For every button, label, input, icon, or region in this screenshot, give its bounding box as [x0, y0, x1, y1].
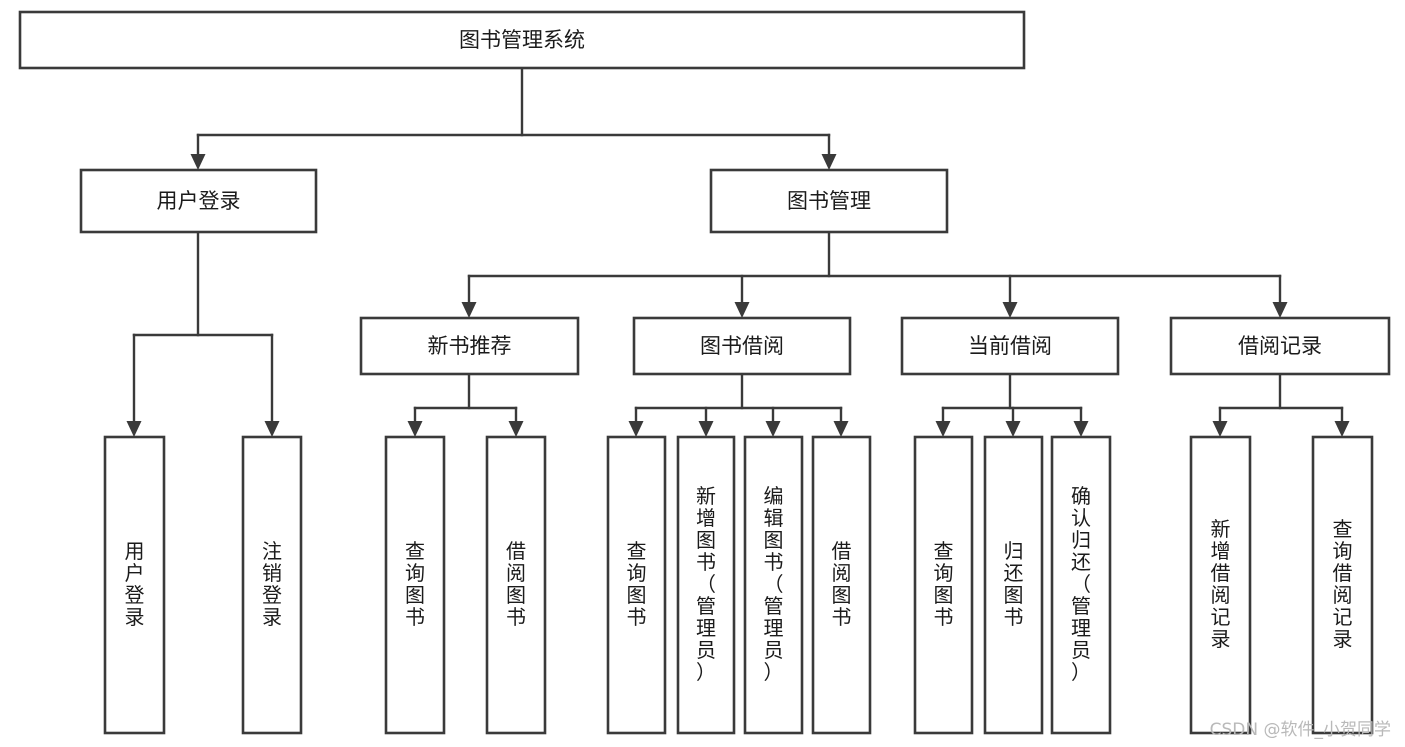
node-box[interactable] — [18, 10, 1026, 70]
node-label: 图书管理系统 — [459, 28, 585, 52]
connector-arrow — [461, 274, 477, 318]
node-box[interactable] — [1169, 316, 1391, 376]
node-label: 图书管理 — [787, 189, 871, 213]
node-leaf-query-book-rec[interactable]: 查询图书 — [384, 435, 446, 735]
node-label: 查询图书 — [405, 539, 425, 629]
connector-arrow — [734, 274, 750, 318]
node-box[interactable] — [1050, 435, 1112, 735]
node-leaf-user-login[interactable]: 用户登录 — [103, 435, 166, 735]
connector-arrow — [1272, 274, 1288, 318]
node-label: 归还图书 — [1004, 539, 1024, 629]
node-label: 查询图书 — [627, 539, 647, 629]
node-book-borrow[interactable]: 图书借阅 — [632, 316, 852, 376]
node-box[interactable] — [743, 435, 804, 735]
node-label: 借阅图书 — [832, 539, 852, 629]
connector-arrow — [190, 133, 206, 170]
connector-arrow — [407, 406, 423, 437]
node-book-manage[interactable]: 图书管理 — [709, 168, 949, 234]
node-leaf-edit-book[interactable]: 编辑图书（管理员） — [743, 435, 804, 735]
node-box[interactable] — [359, 316, 580, 376]
node-label: 当前借阅 — [968, 334, 1052, 358]
node-box[interactable] — [103, 435, 166, 735]
connector-arrow — [1002, 274, 1018, 318]
connector-arrow — [508, 406, 524, 437]
node-box[interactable] — [485, 435, 547, 735]
node-layer: 图书管理系统用户登录图书管理新书推荐图书借阅当前借阅借阅记录用户登录注销登录查询… — [18, 10, 1391, 735]
node-label: 编辑图书（管理员） — [764, 484, 784, 684]
node-leaf-query-record[interactable]: 查询借阅记录 — [1311, 435, 1374, 735]
node-box[interactable] — [676, 435, 736, 735]
node-label: 注销登录 — [262, 539, 282, 629]
node-new-book-rec[interactable]: 新书推荐 — [359, 316, 580, 376]
node-leaf-confirm-return[interactable]: 确认归还（管理员） — [1050, 435, 1112, 735]
node-current-borrow[interactable]: 当前借阅 — [900, 316, 1120, 376]
node-leaf-add-book[interactable]: 新增图书（管理员） — [676, 435, 736, 735]
node-box[interactable] — [983, 435, 1044, 735]
connector-arrow — [1212, 406, 1228, 437]
node-root[interactable]: 图书管理系统 — [18, 10, 1026, 70]
node-label: 新增借阅记录 — [1211, 517, 1231, 651]
connector-layer — [126, 66, 1350, 437]
node-leaf-query-book-borrow[interactable]: 查询图书 — [606, 435, 667, 735]
connector-arrow — [1073, 406, 1089, 437]
node-box[interactable] — [1311, 435, 1374, 735]
node-box[interactable] — [913, 435, 974, 735]
connector-arrow — [765, 406, 781, 437]
connector-arrow — [264, 333, 280, 437]
node-box[interactable] — [1189, 435, 1252, 735]
node-leaf-borrow-book-rec[interactable]: 借阅图书 — [485, 435, 547, 735]
node-leaf-borrow-book[interactable]: 借阅图书 — [811, 435, 872, 735]
connector-arrow — [1005, 406, 1021, 437]
connector-arrow — [935, 406, 951, 437]
connector-arrow — [821, 133, 837, 170]
node-borrow-record[interactable]: 借阅记录 — [1169, 316, 1391, 376]
node-leaf-add-record[interactable]: 新增借阅记录 — [1189, 435, 1252, 735]
node-user-login[interactable]: 用户登录 — [79, 168, 318, 234]
node-box[interactable] — [79, 168, 318, 234]
node-label: 用户登录 — [125, 539, 145, 629]
node-box[interactable] — [811, 435, 872, 735]
node-label: 查询图书 — [934, 539, 954, 629]
node-leaf-return-book[interactable]: 归还图书 — [983, 435, 1044, 735]
node-leaf-logout[interactable]: 注销登录 — [241, 435, 303, 735]
node-label: 借阅记录 — [1238, 334, 1322, 358]
node-box[interactable] — [632, 316, 852, 376]
node-box[interactable] — [709, 168, 949, 234]
connector-arrow — [698, 406, 714, 437]
node-label: 确认归还（管理员） — [1071, 484, 1091, 684]
connector-arrow — [833, 406, 849, 437]
node-label: 借阅图书 — [506, 539, 526, 629]
node-label: 新书推荐 — [428, 334, 512, 358]
node-label: 查询借阅记录 — [1333, 517, 1353, 651]
node-box[interactable] — [384, 435, 446, 735]
connector-arrow — [628, 406, 644, 437]
connector-arrow — [126, 333, 142, 437]
node-box[interactable] — [241, 435, 303, 735]
node-box[interactable] — [606, 435, 667, 735]
node-box[interactable] — [900, 316, 1120, 376]
node-label: 用户登录 — [157, 189, 241, 213]
node-label: 图书借阅 — [700, 334, 784, 358]
node-label: 新增图书（管理员） — [696, 484, 716, 684]
connector-arrow — [1334, 406, 1350, 437]
node-leaf-query-book-current[interactable]: 查询图书 — [913, 435, 974, 735]
